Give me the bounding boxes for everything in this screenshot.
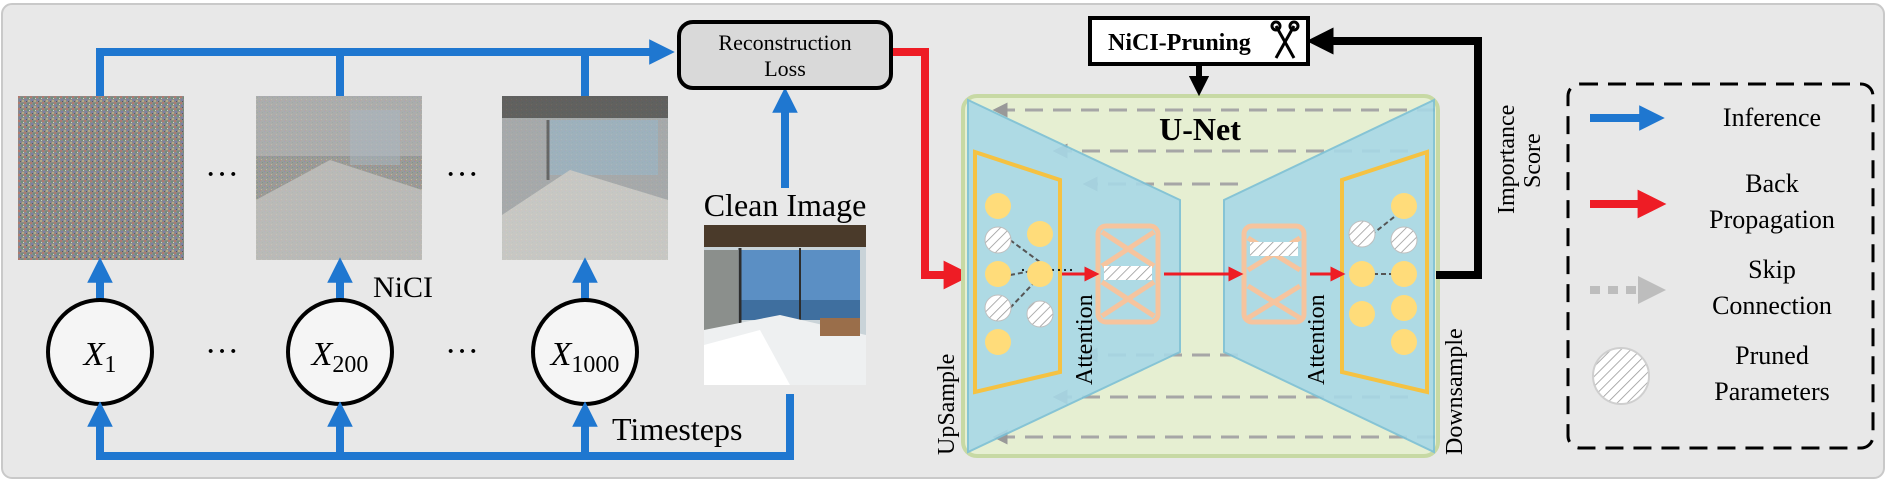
reconstruction-loss-box: Reconstruction Loss: [677, 20, 893, 90]
legend-skip-label-1: Skip: [1748, 255, 1796, 284]
downsample-label: Downsample: [1442, 328, 1468, 455]
legend-backprop-label-1: Back: [1745, 169, 1798, 198]
legend-skip-label-2: Connection: [1712, 291, 1832, 320]
downsample-nodes: [1348, 193, 1418, 355]
upsample-label: UpSample: [934, 354, 960, 455]
clean-image: [704, 225, 866, 385]
inference-top-path: [96, 39, 675, 96]
inference-bottom-path: [87, 394, 794, 460]
ellipsis-images-2: ···: [445, 156, 479, 193]
timesteps-label: Timesteps: [612, 411, 742, 447]
svg-text:X1000: X1000: [549, 336, 620, 378]
attention-label-left: Attention: [1072, 294, 1098, 385]
scissors-icon: [1270, 20, 1300, 59]
importance-label-line2: Score: [1520, 133, 1546, 188]
unet-title: U-Net: [1159, 111, 1241, 147]
svg-text:X1: X1: [82, 336, 117, 378]
noisy-image-x1: [18, 96, 184, 260]
ellipsis-timesteps-2: ···: [445, 333, 479, 370]
backprop-arrow: [893, 48, 973, 290]
svg-text:Reconstruction: Reconstruction: [718, 30, 851, 55]
svg-text:X200: X200: [310, 336, 369, 378]
nici-pruning-box: NiCI-Pruning: [1088, 16, 1310, 66]
importance-label-line1: Importance: [1494, 105, 1520, 214]
ellipsis-images-1: ···: [205, 156, 239, 193]
legend-pruned-icon: [1592, 347, 1650, 405]
legend-pruned-label-2: Parameters: [1714, 377, 1830, 406]
upsample-nodes: ·········: [984, 193, 1074, 355]
legend-inference-label: Inference: [1723, 103, 1821, 132]
svg-text:NiCI-Pruning: NiCI-Pruning: [1108, 30, 1251, 56]
noisy-image-x200: [256, 96, 422, 260]
importance-score-arrow: [1306, 27, 1482, 279]
attention-block-right: [1241, 223, 1307, 325]
clean-image-label: Clean Image: [704, 187, 867, 223]
timestep-circle-x200: X200: [286, 298, 394, 406]
nici-label: NiCI: [373, 271, 433, 304]
attention-block-left: [1095, 223, 1161, 325]
timestep-circle-x1: X1: [46, 298, 154, 406]
svg-text:Loss: Loss: [764, 56, 806, 81]
attention-label-right: Attention: [1304, 294, 1330, 385]
unet-block: ·········: [961, 94, 1440, 458]
legend-backprop-label-2: Propagation: [1709, 205, 1835, 234]
ellipsis-timesteps-1: ···: [205, 333, 239, 370]
legend: Inference Back Propagation Skip Connecti…: [1566, 82, 1875, 450]
noisy-image-x1000: [502, 96, 668, 260]
legend-pruned-label-1: Pruned: [1735, 341, 1809, 370]
timestep-circle-x1000: X1000: [531, 298, 639, 406]
